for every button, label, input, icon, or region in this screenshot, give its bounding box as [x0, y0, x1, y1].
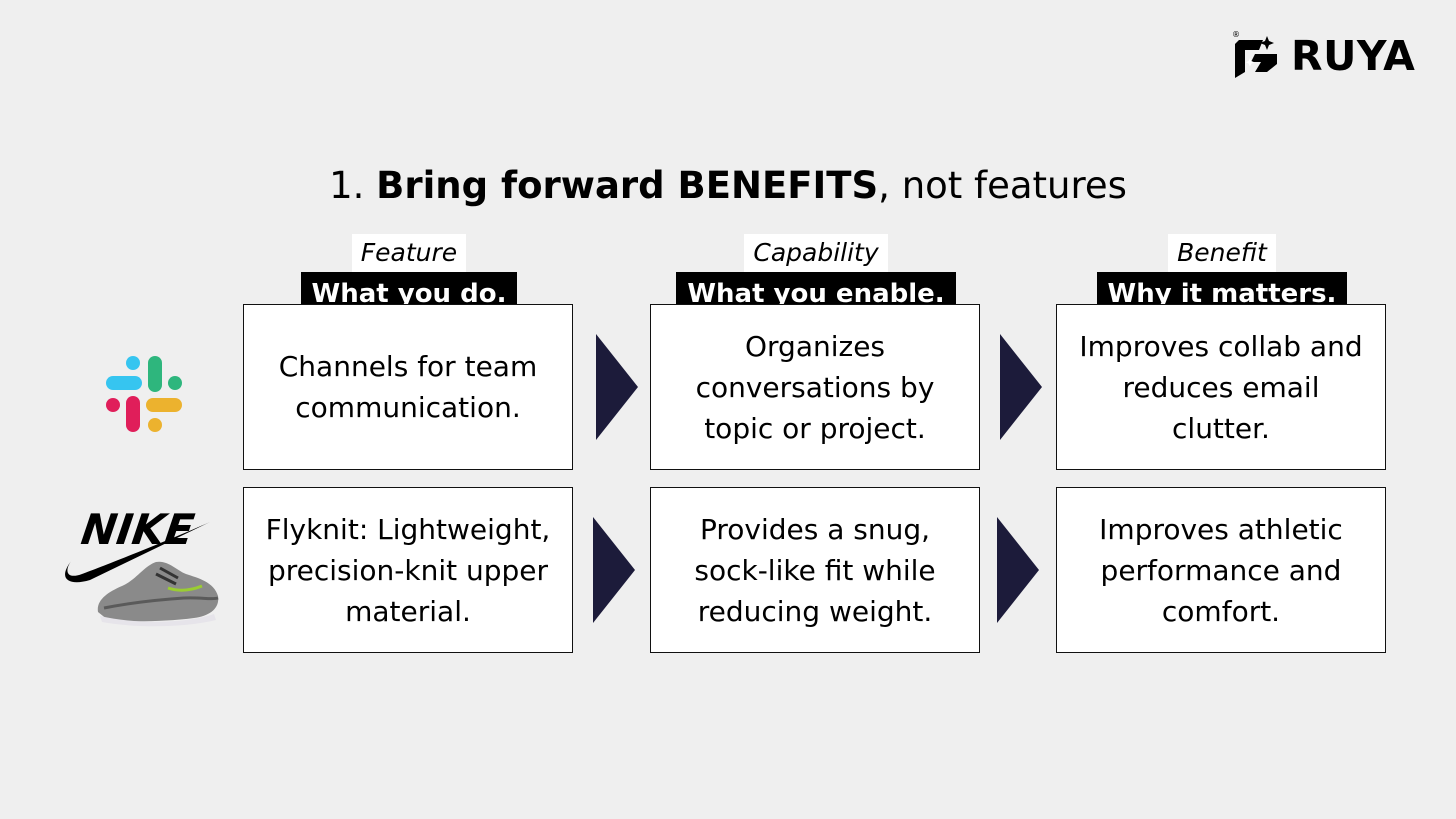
- ruya-mark-icon: ®: [1232, 30, 1279, 80]
- row1-feature-cell: Channels for team communication.: [243, 304, 573, 470]
- column-kicker: Capability: [744, 234, 888, 272]
- nike-wordmark: NIKE: [78, 505, 197, 554]
- row1-benefit-cell: Improves collab and reduces email clutte…: [1056, 304, 1386, 470]
- arrow-right-icon: [593, 517, 635, 623]
- slide-title: 1. Bring forward BENEFITS, not features: [0, 163, 1456, 209]
- row1-capability-cell: Organizes conversations by topic or proj…: [650, 304, 980, 470]
- arrow-right-icon: [1000, 334, 1042, 440]
- arrow-right-icon: [596, 334, 638, 440]
- column-kicker: Feature: [351, 234, 467, 272]
- registered-mark: ®: [1232, 30, 1240, 39]
- title-bold: Bring forward BENEFITS: [376, 164, 879, 207]
- nike-logo-icon: NIKE: [64, 500, 226, 630]
- title-number: 1.: [329, 164, 365, 207]
- row2-capability-cell: Provides a snug, sock-like fit while red…: [650, 487, 980, 653]
- arrow-right-icon: [997, 517, 1039, 623]
- brand-name: RUYA: [1291, 31, 1416, 80]
- brand-logo: ® RUYA: [1232, 30, 1416, 82]
- column-kicker: Benefit: [1168, 234, 1276, 272]
- row2-benefit-cell: Improves athletic performance and comfor…: [1056, 487, 1386, 653]
- title-rest: , not features: [878, 164, 1127, 207]
- slack-logo-icon: [104, 354, 184, 434]
- row2-feature-cell: Flyknit: Lightweight, precision-knit upp…: [243, 487, 573, 653]
